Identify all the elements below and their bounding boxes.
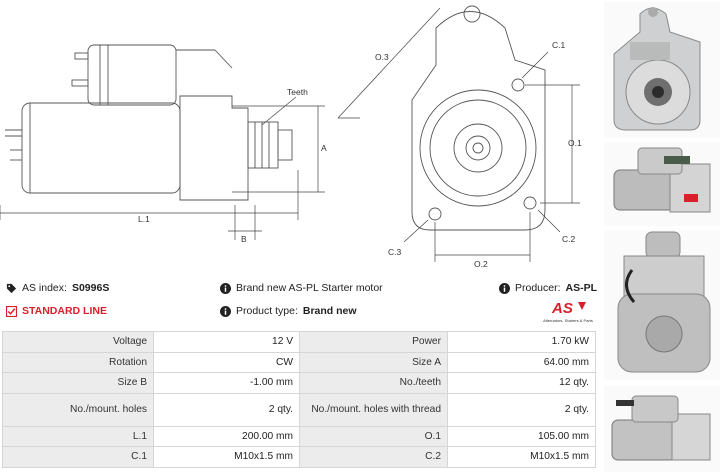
as-pl-logo: AS Alternators, Starters & Parts — [538, 296, 598, 326]
standard-line-label: STANDARD LINE — [22, 305, 107, 317]
motor-body-outline — [21, 102, 181, 194]
dimension-l1-label: L.1 — [138, 214, 150, 224]
spec-value: 12 V — [153, 331, 300, 353]
dimension-b-label: B — [241, 234, 247, 244]
spec-value: 2 qty. — [153, 392, 300, 427]
info-icon — [499, 282, 510, 294]
spec-value: 105.00 mm — [447, 425, 596, 447]
spec-label: No./teeth — [299, 372, 448, 394]
dimension-o3-label: O.3 — [375, 52, 389, 62]
spec-label: C.1 — [2, 446, 154, 468]
dimension-a-label: A — [321, 143, 327, 153]
spec-value: CW — [153, 351, 300, 373]
check-square-icon — [6, 305, 17, 317]
spec-label: Voltage — [2, 331, 154, 353]
spec-label: O.1 — [299, 425, 448, 447]
product-photo-side-top — [604, 142, 720, 226]
spec-value: 64.00 mm — [447, 351, 596, 373]
svg-text:AS: AS — [551, 300, 573, 317]
dimension-o2-label: O.2 — [474, 259, 488, 269]
info-icon — [220, 282, 231, 294]
teeth-label: Teeth — [287, 87, 308, 97]
producer-value: AS-PL — [565, 282, 598, 294]
dimension-c1-label: C.1 — [552, 40, 566, 50]
spec-label: L.1 — [2, 425, 154, 447]
as-index-row: AS index: S0996S — [6, 282, 109, 294]
spec-label: Size A — [299, 351, 448, 373]
technical-drawing: Teeth A B L.1 O.3 C.1 O.1 C.3 O.2 C.2 — [0, 5, 582, 269]
as-index-value: S0996S — [71, 282, 110, 294]
product-description: Brand new AS-PL Starter motor — [236, 282, 383, 294]
product-photo-side-bottom — [604, 386, 720, 472]
spec-value: 2 qty. — [447, 392, 596, 427]
standard-line-row: STANDARD LINE — [6, 305, 107, 317]
info-icon — [220, 305, 231, 317]
spec-label: Size B — [2, 372, 154, 394]
spec-value: 200.00 mm — [153, 425, 300, 447]
solenoid-outline — [87, 44, 177, 106]
spec-label: C.2 — [299, 446, 448, 468]
svg-text:Alternators, Starters & Parts: Alternators, Starters & Parts — [543, 318, 593, 323]
dimension-o1-label: O.1 — [568, 138, 582, 148]
spec-label: No./mount. holes — [2, 392, 154, 427]
spec-value: M10x1.5 mm — [153, 446, 300, 468]
as-index-label: AS index: — [22, 282, 67, 294]
as-pl-logo-mark: AS Alternators, Starters & Parts — [543, 300, 593, 323]
producer-row: Producer: AS-PL — [499, 282, 597, 294]
product-type-value: Brand new — [302, 305, 357, 317]
product-type-label: Product type: — [236, 305, 298, 317]
spec-label: No./mount. holes with thread — [299, 392, 448, 427]
spec-value: M10x1.5 mm — [447, 446, 596, 468]
spec-label: Rotation — [2, 351, 154, 373]
dimension-c3-label: C.3 — [388, 247, 402, 257]
front-view-outline — [411, 11, 546, 231]
spec-value: 1.70 kW — [447, 331, 596, 353]
product-photo-rear — [604, 230, 720, 380]
spec-label: Power — [299, 331, 448, 353]
product-type-row: Product type: Brand new — [220, 305, 357, 317]
description-row: Brand new AS-PL Starter motor — [220, 282, 383, 294]
dimension-c2-label: C.2 — [562, 234, 576, 244]
spec-value: -1.00 mm — [153, 372, 300, 394]
spec-value: 12 qty. — [447, 372, 596, 394]
producer-label: Producer: — [515, 282, 561, 294]
product-photo-front — [604, 2, 720, 138]
tag-icon — [6, 283, 17, 293]
